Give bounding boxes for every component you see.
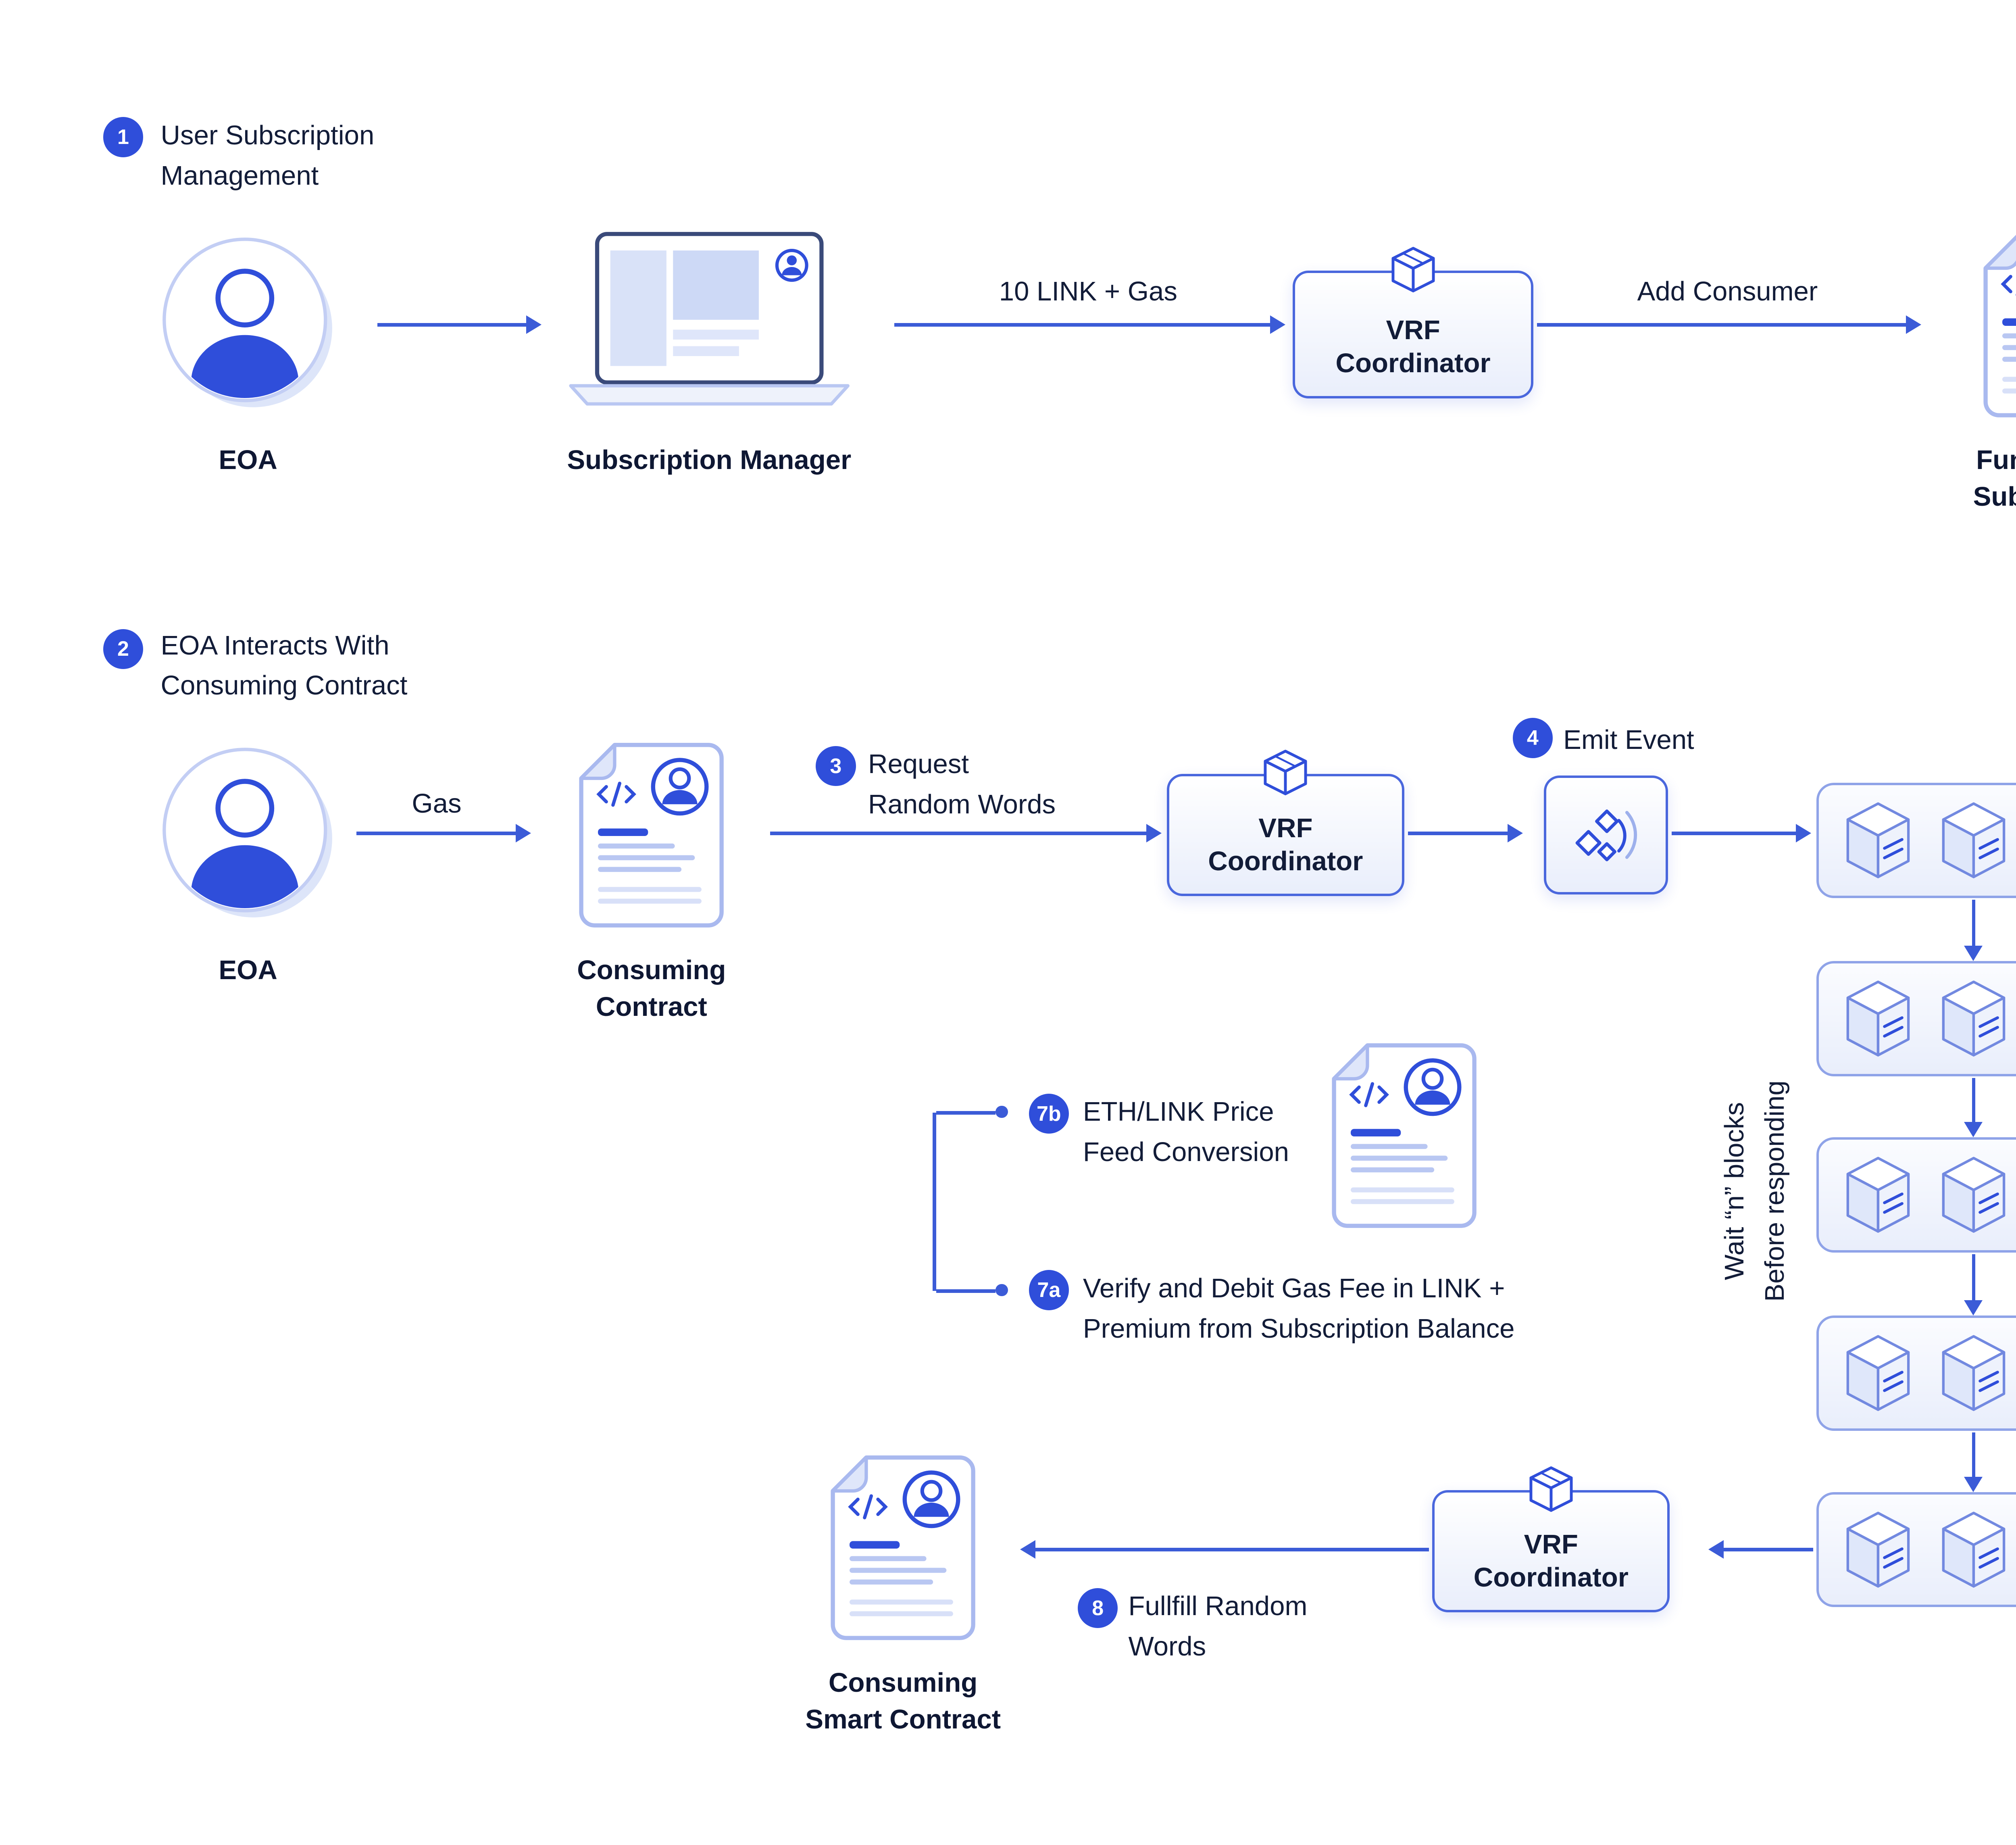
request-random-words-label: Request Random Words bbox=[868, 749, 1056, 820]
block-cube-icon bbox=[1841, 1509, 1915, 1590]
consuming-contract-label: Consuming Contract bbox=[577, 955, 726, 1022]
vrf-coordinator-box: VRF Coordinator bbox=[1166, 774, 1404, 896]
arrow-blockchain-to-coordinator bbox=[1708, 1540, 1813, 1559]
step-2-badge: 2 bbox=[103, 629, 144, 669]
fulfill-random-words-label: Fullfill Random Words bbox=[1128, 1591, 1308, 1662]
emit-event-box bbox=[1544, 776, 1668, 894]
bracket-dot-7a bbox=[996, 1284, 1008, 1297]
vrf-coordinator-box: VRF Coordinator bbox=[1292, 271, 1534, 398]
broadcast-icon bbox=[1568, 796, 1645, 874]
bracket-line-7b bbox=[936, 1111, 996, 1115]
bracket-dot-7b bbox=[996, 1106, 1008, 1118]
gas-arrow-label: Gas bbox=[412, 788, 462, 819]
block-cube-icon bbox=[1841, 1155, 1915, 1235]
step-7b-badge: 7b bbox=[1029, 1093, 1069, 1134]
blockchain-row-5 bbox=[1816, 1492, 2016, 1607]
arrow-manager-to-coordinator bbox=[894, 315, 1286, 334]
wait-blocks-note-line1: Wait “n” blocks bbox=[1719, 1102, 1750, 1280]
laptop-icon bbox=[561, 231, 858, 409]
blockchain-row-3 bbox=[1816, 1137, 2016, 1253]
eoa-avatar-icon bbox=[161, 746, 335, 921]
emit-event-label: Emit Event bbox=[1563, 724, 1694, 755]
block-cube-icon bbox=[1937, 800, 2010, 880]
arrow-block-3-to-4 bbox=[1964, 1254, 1983, 1315]
block-cube-icon bbox=[1937, 1155, 2010, 1235]
block-cube-icon bbox=[1937, 978, 2010, 1059]
price-feed-conversion-label: ETH/LINK Price Feed Conversion bbox=[1083, 1097, 1289, 1167]
eoa-avatar-icon bbox=[161, 236, 335, 411]
link-gas-arrow-label: 10 LINK + Gas bbox=[999, 276, 1177, 307]
fee-contract-doc-icon bbox=[1327, 1041, 1481, 1230]
arrow-emit-to-blockchain bbox=[1671, 823, 1812, 842]
vrf-coordinator-label: VRF Coordinator bbox=[1473, 1529, 1629, 1593]
block-cube-icon bbox=[1841, 800, 1915, 880]
step-1-title: User Subscription Management bbox=[160, 120, 375, 191]
blockchain-row-4 bbox=[1816, 1315, 2016, 1431]
arrow-coordinator-to-consuming bbox=[1020, 1540, 1429, 1559]
arrow-block-1-to-2 bbox=[1964, 899, 1983, 961]
subscription-manager-label: Subscription Manager bbox=[567, 444, 852, 475]
bracket-line-7a bbox=[936, 1289, 996, 1293]
step-3-badge: 3 bbox=[816, 746, 856, 786]
funded-subscription-label: Funded VRF Subscription bbox=[1973, 444, 2016, 512]
package-cube-icon bbox=[1385, 244, 1441, 300]
vrf-coordinator-label: VRF Coordinator bbox=[1208, 813, 1363, 876]
block-cube-icon bbox=[1937, 1509, 2010, 1590]
step-7a-badge: 7a bbox=[1029, 1270, 1069, 1310]
verify-debit-label: Verify and Debit Gas Fee in LINK + Premi… bbox=[1083, 1273, 1515, 1344]
step-4-badge: 4 bbox=[1512, 718, 1553, 759]
bracket-line-vertical bbox=[933, 1113, 936, 1291]
block-cube-icon bbox=[1937, 1333, 2010, 1413]
arrow-eoa-to-consuming-contract bbox=[356, 823, 531, 842]
step-2-title: EOA Interacts With Consuming Contract bbox=[160, 630, 408, 701]
wait-blocks-note-line2: Before responding bbox=[1759, 1080, 1790, 1302]
arrow-coordinator-to-subscription bbox=[1537, 315, 1922, 334]
consuming-contract-doc-icon bbox=[575, 741, 728, 930]
blockchain-row-1 bbox=[1816, 782, 2016, 898]
blockchain-row-2 bbox=[1816, 961, 2016, 1076]
eoa-label: EOA bbox=[219, 444, 277, 475]
step-8-badge: 8 bbox=[1077, 1588, 1118, 1628]
add-consumer-arrow-label: Add Consumer bbox=[1637, 276, 1818, 307]
block-cube-icon bbox=[1841, 978, 1915, 1059]
step-1-badge: 1 bbox=[103, 117, 144, 157]
package-cube-icon bbox=[1258, 746, 1314, 803]
arrow-block-4-to-5 bbox=[1964, 1432, 1983, 1492]
funded-subscription-doc-icon bbox=[1979, 231, 2016, 419]
consuming-smart-contract-doc-icon bbox=[826, 1453, 980, 1642]
arrow-contract-to-coordinator bbox=[770, 823, 1162, 842]
vrf-coordinator-box-bottom: VRF Coordinator bbox=[1432, 1490, 1670, 1613]
vrf-coordinator-label: VRF Coordinator bbox=[1335, 315, 1491, 379]
eoa-label: EOA bbox=[219, 955, 277, 985]
arrow-eoa-to-subscription-manager bbox=[377, 315, 541, 334]
package-cube-icon bbox=[1523, 1463, 1579, 1519]
arrow-block-2-to-3 bbox=[1964, 1078, 1983, 1138]
arrow-coordinator-to-emit bbox=[1408, 823, 1523, 842]
block-cube-icon bbox=[1841, 1333, 1915, 1413]
consuming-smart-contract-label: Consuming Smart Contract bbox=[805, 1668, 1001, 1735]
